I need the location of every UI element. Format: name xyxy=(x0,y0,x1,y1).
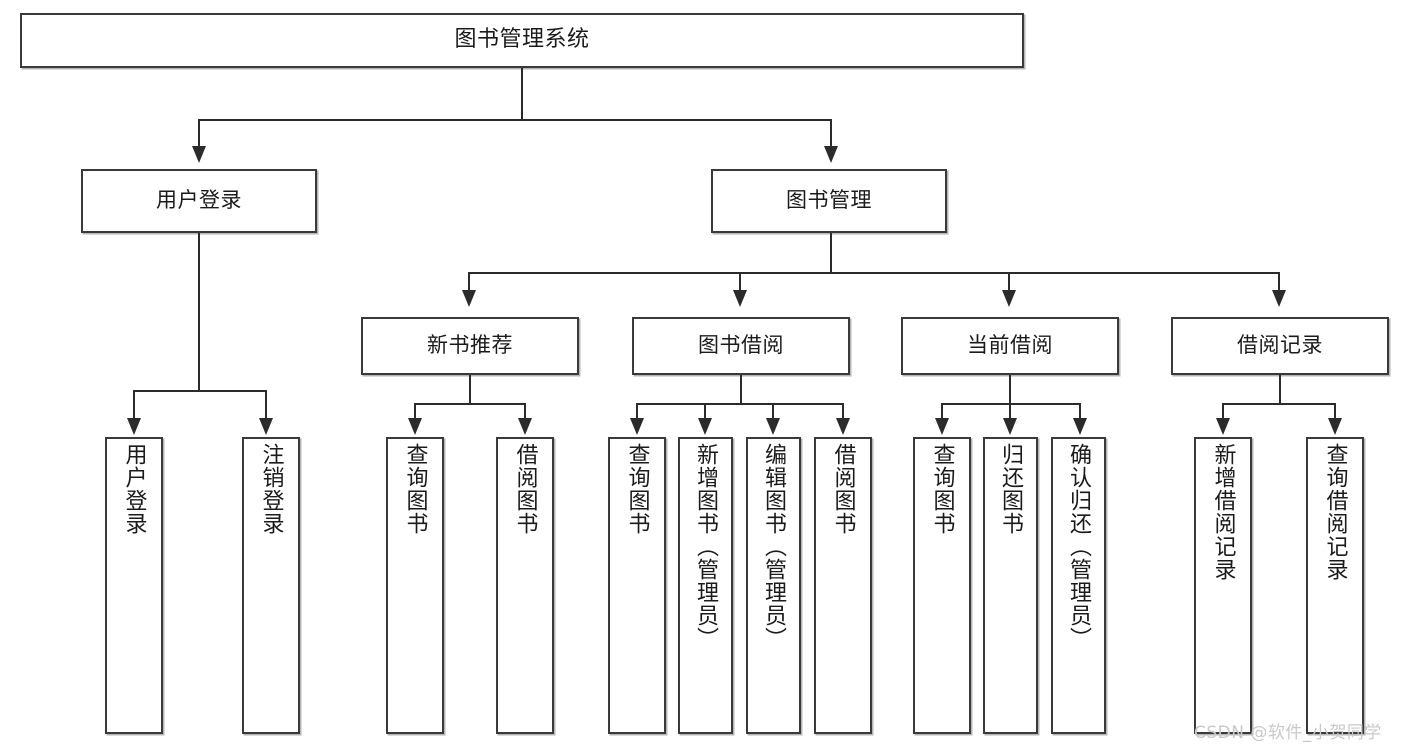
node-borrow-record[interactable]: 借阅记录 xyxy=(1171,317,1389,375)
arrow-to-new-book-recommend xyxy=(462,290,476,307)
leaf-add-book-admin[interactable]: 新增图书（管理员） xyxy=(678,437,733,734)
node-label: 图书借阅 xyxy=(698,333,784,358)
node-label: 查询图书 xyxy=(624,443,650,535)
node-current-borrow[interactable]: 当前借阅 xyxy=(901,317,1119,375)
leaf-return-book[interactable]: 归还图书 xyxy=(983,437,1038,734)
arrow-to-user-login xyxy=(192,146,206,163)
connector-bb-drop-3 xyxy=(772,403,774,418)
node-label: 新增图书（管理员） xyxy=(693,443,719,650)
node-book-management-system[interactable]: 图书管理系统 xyxy=(20,13,1024,68)
leaf-query-book-recommend[interactable]: 查询图书 xyxy=(386,437,444,734)
connector-borrow-record-bus xyxy=(1222,403,1336,405)
connector-borrow-record-stem xyxy=(1279,375,1281,404)
node-new-book-recommend[interactable]: 新书推荐 xyxy=(361,317,579,375)
connector-root-to-book-management xyxy=(830,119,832,146)
node-label: 用户登录 xyxy=(156,188,242,213)
node-label: 编辑图书（管理员） xyxy=(761,443,787,650)
node-label: 新增借阅记录 xyxy=(1210,443,1236,581)
node-user-login[interactable]: 用户登录 xyxy=(81,169,317,233)
connector-cb-drop-3 xyxy=(1079,403,1081,418)
node-label: 借阅图书 xyxy=(512,443,538,535)
node-label: 确认归还（管理员） xyxy=(1066,443,1092,650)
arrow-to-current-borrow xyxy=(1002,290,1016,307)
leaf-query-borrow-record[interactable]: 查询借阅记录 xyxy=(1306,437,1364,734)
connector-cb-drop-2 xyxy=(1009,403,1011,418)
arrow-to-bb-leaf-3 xyxy=(766,418,780,435)
arrow-to-nbr-leaf-1 xyxy=(408,418,422,435)
arrow-to-cb-leaf-2 xyxy=(1003,418,1017,435)
connector-current-borrow-bus xyxy=(941,403,1081,405)
arrow-to-br-leaf-1 xyxy=(1216,418,1230,435)
connector-current-borrow-stem xyxy=(1009,375,1011,404)
node-label: 借阅图书 xyxy=(830,443,856,535)
connector-level3-drop-3 xyxy=(1008,272,1010,290)
leaf-borrow-book[interactable]: 借阅图书 xyxy=(814,437,872,734)
connector-book-borrow-bus xyxy=(636,403,844,405)
node-label: 查询借阅记录 xyxy=(1322,443,1348,581)
node-label: 图书管理系统 xyxy=(454,27,590,53)
arrow-to-user-login-leaf xyxy=(127,418,141,435)
arrow-to-borrow-record xyxy=(1272,290,1286,307)
connector-level3-drop-4 xyxy=(1278,272,1280,290)
node-book-management[interactable]: 图书管理 xyxy=(711,169,947,233)
arrow-to-book-borrow xyxy=(733,290,747,307)
node-label: 查询图书 xyxy=(402,443,428,535)
connector-user-login-right-drop xyxy=(265,390,267,418)
node-label: 注销登录 xyxy=(258,443,284,535)
connector-nbr-drop-2 xyxy=(524,403,526,418)
connector-user-login-stem xyxy=(198,233,200,391)
node-label: 当前借阅 xyxy=(967,333,1053,358)
connector-root-bus xyxy=(198,119,832,121)
connector-cb-drop-1 xyxy=(941,403,943,418)
connector-br-drop-1 xyxy=(1222,403,1224,418)
connector-new-book-recommend-stem xyxy=(469,375,471,404)
node-book-borrow[interactable]: 图书借阅 xyxy=(632,317,850,375)
leaf-edit-book-admin[interactable]: 编辑图书（管理员） xyxy=(746,437,801,734)
leaf-user-login[interactable]: 用户登录 xyxy=(105,437,163,734)
connector-new-book-recommend-bus xyxy=(414,403,526,405)
arrow-to-bb-leaf-2 xyxy=(698,418,712,435)
connector-level3-bus xyxy=(468,272,1280,274)
leaf-borrow-book-recommend[interactable]: 借阅图书 xyxy=(496,437,554,734)
arrow-to-nbr-leaf-2 xyxy=(518,418,532,435)
connector-bb-drop-1 xyxy=(636,403,638,418)
connector-book-management-stem xyxy=(830,233,832,273)
node-label: 查询图书 xyxy=(929,443,955,535)
connector-book-borrow-stem xyxy=(740,375,742,404)
leaf-confirm-return-admin[interactable]: 确认归还（管理员） xyxy=(1051,437,1106,734)
connector-bb-drop-2 xyxy=(704,403,706,418)
arrow-to-cb-leaf-3 xyxy=(1073,418,1087,435)
node-label: 图书管理 xyxy=(786,188,872,213)
connector-level3-drop-2 xyxy=(739,272,741,290)
connector-user-login-bus xyxy=(133,390,267,392)
leaf-query-book-current[interactable]: 查询图书 xyxy=(913,437,971,734)
connector-level3-drop-1 xyxy=(468,272,470,290)
leaf-add-borrow-record[interactable]: 新增借阅记录 xyxy=(1194,437,1252,734)
arrow-to-book-management xyxy=(824,146,838,163)
arrow-to-cb-leaf-1 xyxy=(935,418,949,435)
connector-nbr-drop-1 xyxy=(414,403,416,418)
node-label: 用户登录 xyxy=(121,443,147,535)
connector-root-stem xyxy=(521,68,523,120)
connector-root-to-user-login xyxy=(198,119,200,146)
connector-bb-drop-4 xyxy=(842,403,844,418)
leaf-query-book-borrow[interactable]: 查询图书 xyxy=(608,437,666,734)
node-label: 归还图书 xyxy=(998,443,1024,535)
leaf-logout[interactable]: 注销登录 xyxy=(242,437,300,734)
node-label: 新书推荐 xyxy=(427,333,513,358)
csdn-watermark: CSDN @软件_小贺同学 xyxy=(1194,723,1382,743)
connector-user-login-left-drop xyxy=(133,390,135,418)
arrow-to-bb-leaf-1 xyxy=(630,418,644,435)
connector-br-drop-2 xyxy=(1334,403,1336,418)
node-label: 借阅记录 xyxy=(1237,333,1323,358)
arrow-to-br-leaf-2 xyxy=(1328,418,1342,435)
arrow-to-bb-leaf-4 xyxy=(836,418,850,435)
arrow-to-logout-leaf xyxy=(259,418,273,435)
